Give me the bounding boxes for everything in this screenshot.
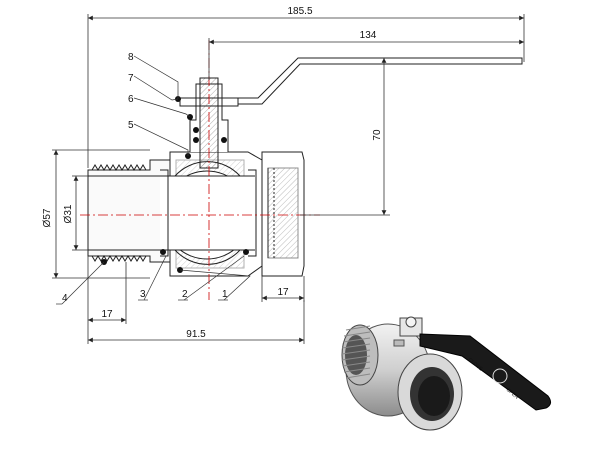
female-socket-end — [397, 353, 463, 431]
callout-5: 5 — [128, 120, 134, 131]
dim-body-length: 91.5 — [186, 329, 206, 340]
callout-numbers: 8 7 6 5 4 3 2 1 — [62, 52, 228, 304]
dim-bore-diameter: Ø31 — [63, 204, 74, 223]
center-lines — [80, 40, 320, 300]
dimension-lines — [52, 14, 525, 344]
callout-7: 7 — [128, 73, 134, 84]
dim-handle-length: 134 — [360, 30, 377, 41]
callout-4: 4 — [62, 293, 68, 304]
male-thread-end — [341, 324, 379, 386]
dim-stem-height: 70 — [372, 129, 383, 141]
valve-photo: CLOSE OPEN — [341, 316, 552, 431]
callout-8: 8 — [128, 52, 134, 63]
callout-leaders — [56, 55, 251, 305]
female-thread-right — [267, 167, 299, 259]
callout-2: 2 — [182, 289, 188, 300]
callout-6: 6 — [128, 94, 134, 105]
dimension-labels: 185.5 134 70 Ø57 Ø31 17 17 91.5 — [42, 6, 383, 340]
dim-thread-left: 17 — [101, 309, 113, 320]
valve-section-view — [87, 77, 305, 277]
callout-3: 3 — [140, 289, 146, 300]
lever-handle — [222, 57, 523, 105]
callout-1: 1 — [222, 289, 228, 300]
dim-outer-diameter: Ø57 — [42, 208, 53, 227]
dim-overall-length: 185.5 — [287, 6, 312, 17]
handle-grip — [419, 333, 552, 411]
dim-thread-right: 17 — [277, 287, 289, 298]
